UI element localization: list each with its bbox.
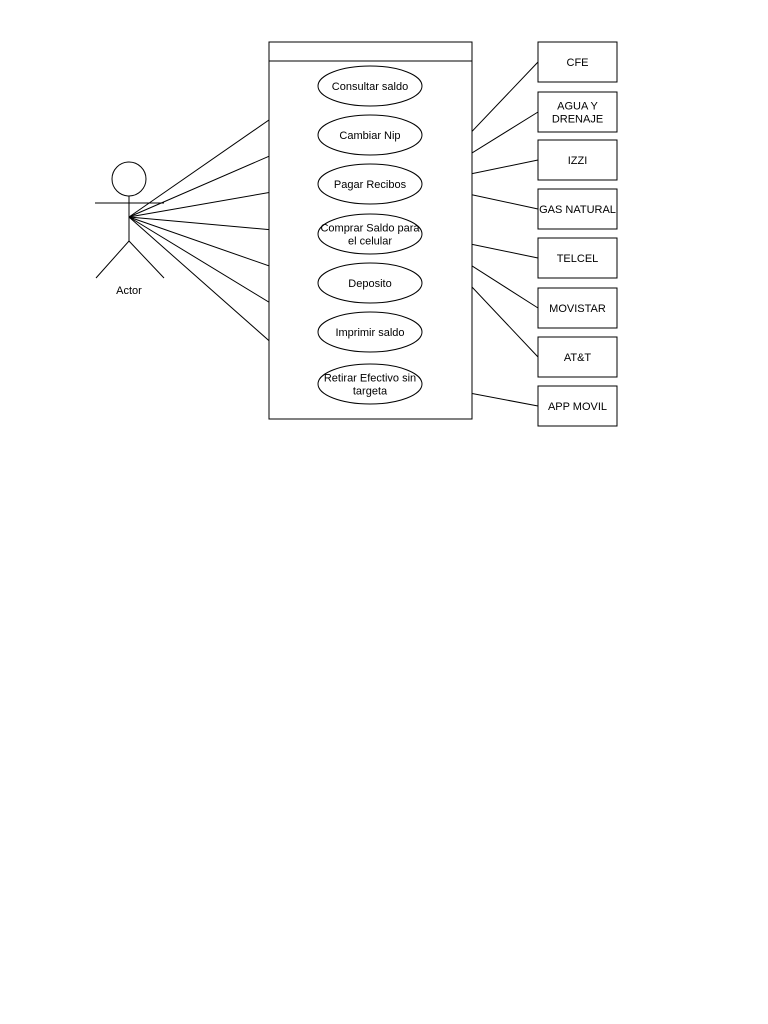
actor-head — [111, 161, 147, 197]
use-case-label: Cambiar Nip — [339, 130, 400, 142]
entity-label: TELCEL — [557, 253, 599, 265]
use-case-label-line-2: targeta — [353, 386, 388, 398]
entity-label: IZZI — [568, 155, 588, 167]
entity-label: GAS NATURAL — [539, 204, 616, 216]
use-case-label-line-1: Retirar Efectivo sin — [324, 373, 416, 385]
use-case-ellipse — [317, 262, 423, 304]
entity-label-line-2: DRENAJE — [552, 114, 603, 126]
use-case-imprimir: Imprimir saldo — [317, 311, 423, 353]
use-case-label: Imprimir saldo — [335, 327, 404, 339]
use-case-ellipse — [317, 213, 423, 255]
entity-box — [537, 336, 618, 378]
entity-box — [537, 237, 618, 279]
actor-figure: Actor — [95, 161, 165, 297]
entity-movistar: MOVISTAR — [537, 287, 618, 329]
use-case-label: Pagar Recibos — [334, 179, 407, 191]
entity-label: AT&T — [564, 352, 592, 364]
use-case-cambiar: Cambiar Nip — [317, 114, 423, 156]
use-case-ellipse — [317, 163, 423, 205]
entity-label: APP MOVIL — [548, 401, 607, 413]
entity-label-line-1: AGUA Y — [557, 101, 598, 113]
use-case-ellipse — [317, 363, 423, 405]
use-case-consultar: Consultar saldo — [317, 65, 423, 107]
entity-box — [537, 41, 618, 83]
entity-izzi: IZZI — [537, 139, 618, 181]
actor-left-leg — [95, 240, 130, 279]
use-case-label: Consultar saldo — [332, 81, 408, 93]
entity-box — [537, 91, 618, 133]
entity-att: AT&T — [537, 336, 618, 378]
use-case-label-line-2: el celular — [348, 236, 392, 248]
entity-label: CFE — [567, 57, 589, 69]
entity-box — [537, 188, 618, 230]
entity-telcel: TELCEL — [537, 237, 618, 279]
entity-box — [537, 385, 618, 427]
actor-right-leg — [128, 240, 165, 279]
use-case-ellipse — [317, 114, 423, 156]
use-case-deposito: Deposito — [317, 262, 423, 304]
use-case-label-line-1: Comprar Saldo para — [320, 223, 420, 235]
entity-gas: GAS NATURAL — [537, 188, 618, 230]
entity-cfe: CFE — [537, 41, 618, 83]
use-case-ellipse — [317, 65, 423, 107]
actor-label: Actor — [116, 285, 142, 297]
use-case-label: Deposito — [348, 278, 391, 290]
use-case-pagar: Pagar Recibos — [317, 163, 423, 205]
use-case-ellipse — [317, 311, 423, 353]
entity-box — [537, 287, 618, 329]
entity-label: MOVISTAR — [549, 303, 606, 315]
entity-box — [537, 139, 618, 181]
entity-app: APP MOVIL — [537, 385, 618, 427]
